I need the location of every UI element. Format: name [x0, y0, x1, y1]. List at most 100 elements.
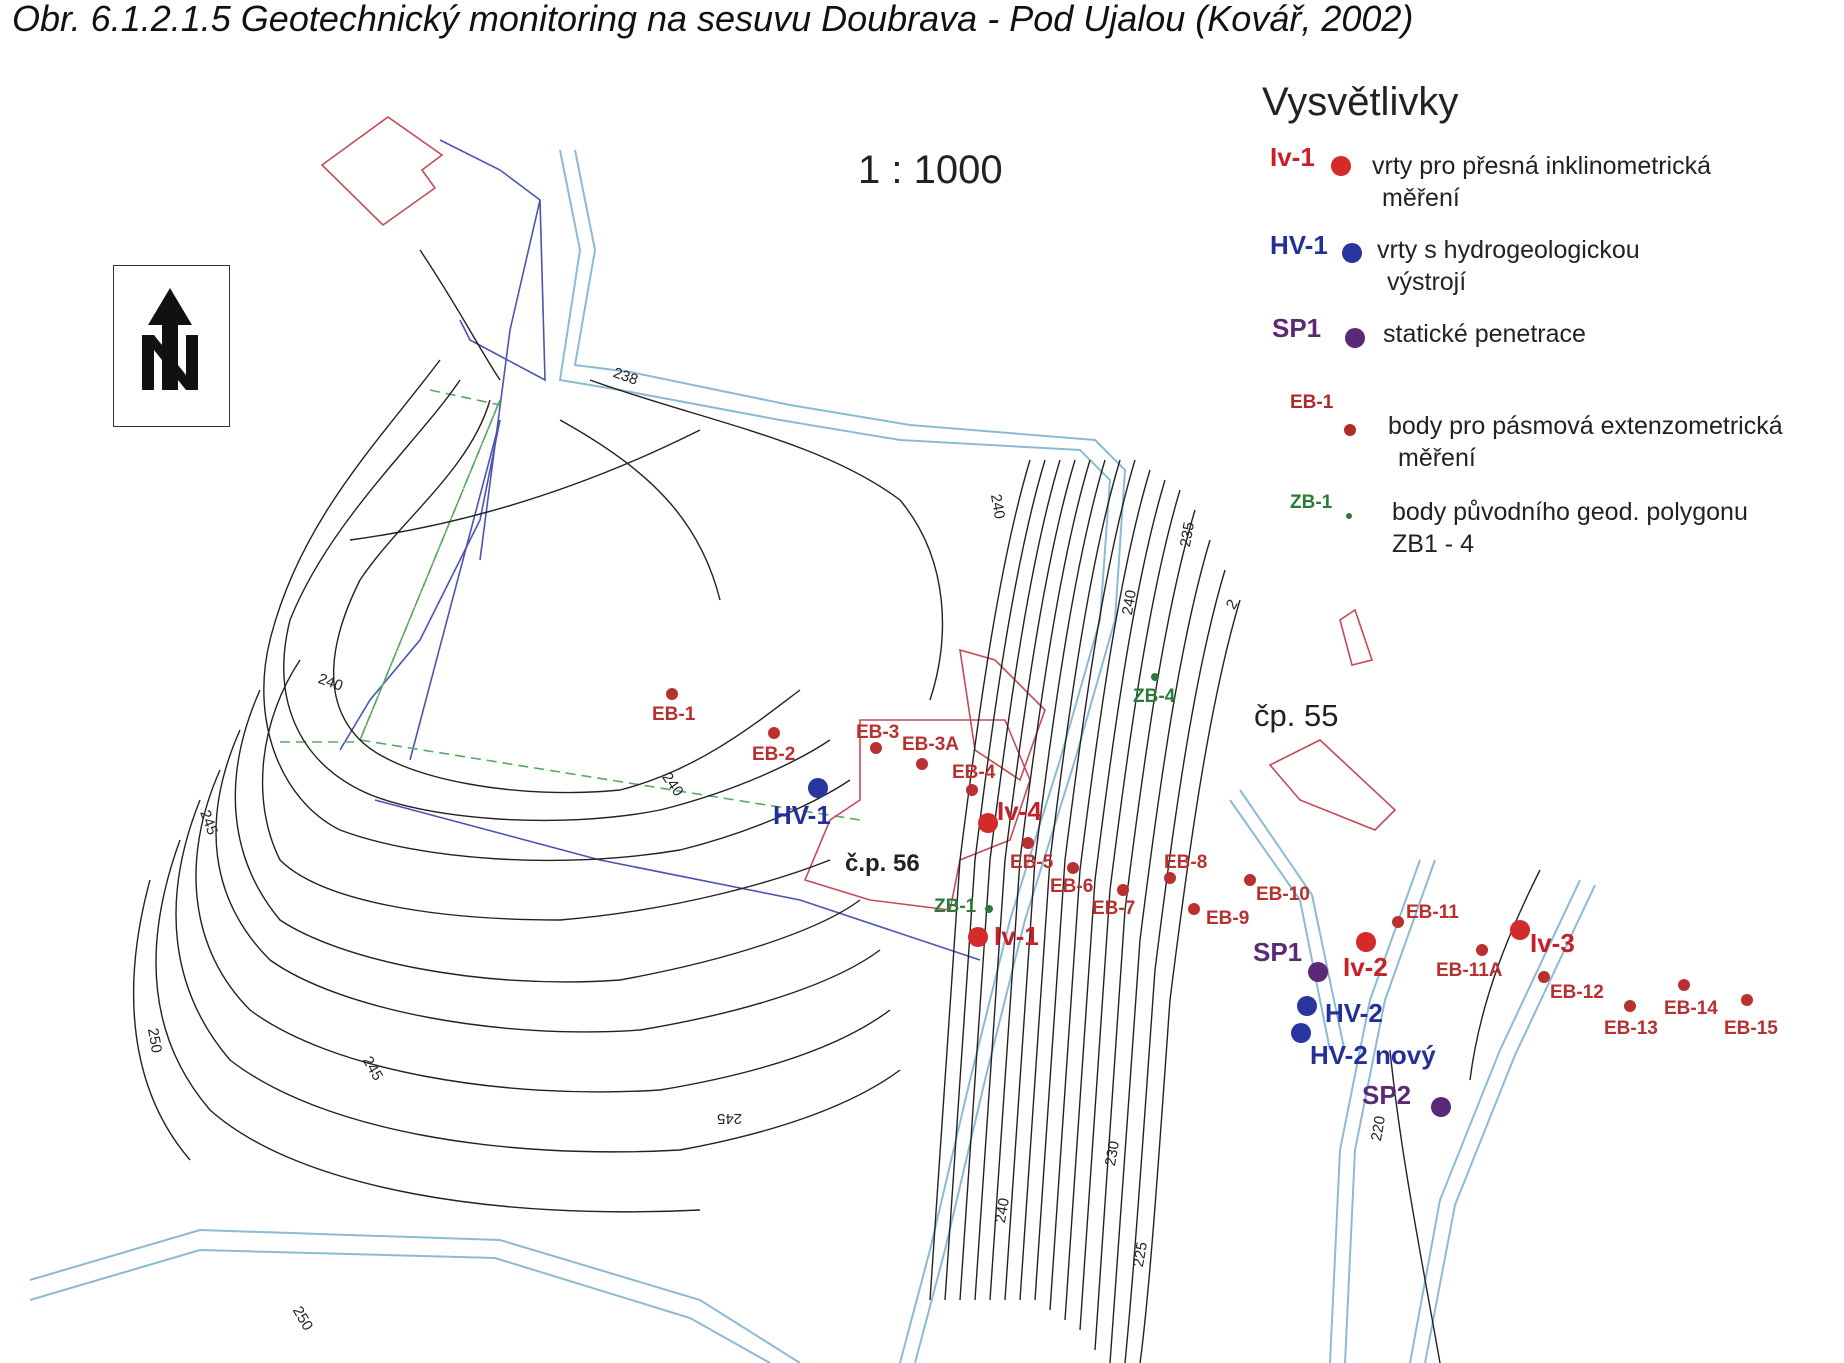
label-eb-6: EB-6 — [1050, 876, 1094, 897]
label-iv-1: Iv-1 — [994, 921, 1039, 951]
figure-caption: Obr. 6.1.2.1.5 Geotechnický monitoring n… — [12, 0, 1414, 39]
label-sp1: SP1 — [1253, 937, 1303, 967]
legend-hv-line2: výstrojí — [1387, 268, 1467, 296]
hv-1-marker — [808, 778, 828, 798]
label-eb-10: EB-10 — [1256, 884, 1310, 905]
eb-3-marker — [870, 742, 882, 754]
eb-markers — [666, 688, 1753, 1012]
eb-14-marker — [1678, 979, 1690, 991]
legend-zb-line2: ZB1 - 4 — [1392, 530, 1474, 558]
zb-1-marker — [985, 905, 993, 913]
legend-zb-text: body původního geod. polygonu ZB1 - 4 — [1392, 496, 1748, 560]
iv-2-marker — [1356, 932, 1376, 952]
eb-2-marker — [768, 727, 780, 739]
eb-6-marker — [1067, 862, 1079, 874]
eb-10-marker — [1244, 874, 1256, 886]
north-arrow-icon — [142, 288, 198, 390]
legend-hv-swatch — [1342, 243, 1362, 263]
label-iv-3: Iv-3 — [1530, 928, 1575, 958]
label-eb-1: EB-1 — [652, 704, 696, 725]
iv-3-marker — [1510, 920, 1530, 940]
zb-4-marker — [1151, 673, 1159, 681]
legend-eb-line1: body pro pásmová extenzometrická — [1388, 412, 1783, 440]
legend-iv-line1: vrty pro přesná inklinometrická — [1372, 152, 1712, 180]
legend-iv-code: Iv-1 — [1270, 142, 1315, 172]
legend-hv-line1: vrty s hydrogeologickou — [1377, 236, 1640, 264]
label-eb-3a: EB-3A — [902, 734, 960, 755]
label-eb-11a: EB-11A — [1436, 960, 1503, 981]
zb-markers — [985, 673, 1159, 913]
eb-11a-marker — [1476, 944, 1488, 956]
eb-11-marker — [1392, 916, 1404, 928]
iv-markers — [968, 813, 1530, 952]
legend-eb-code: EB-1 — [1290, 392, 1334, 413]
legend-sp-swatch — [1345, 328, 1365, 348]
label-eb-15: EB-15 — [1724, 1018, 1778, 1039]
legend-eb-line2: měření — [1398, 444, 1476, 472]
eb-7-marker — [1117, 884, 1129, 896]
legend-eb-swatch — [1344, 424, 1356, 436]
legend-sp-code: SP1 — [1272, 313, 1322, 343]
eb-3a-marker — [916, 758, 928, 770]
label-hv-2: HV-2 — [1325, 998, 1383, 1028]
legend-sp-text: statické penetrace — [1383, 318, 1586, 350]
legend-hv-text: vrty s hydrogeologickou výstrojí — [1377, 234, 1640, 298]
label-hv-2-novy: HV-2 nový — [1310, 1040, 1436, 1070]
label-hv-1: HV-1 — [773, 800, 831, 830]
legend-zb-code: ZB-1 — [1290, 492, 1333, 513]
hv-2-marker — [1297, 996, 1317, 1016]
house-label-cp55: čp. 55 — [1254, 698, 1339, 733]
eb-1-marker — [666, 688, 678, 700]
sp2-marker — [1431, 1097, 1451, 1117]
contours — [133, 249, 1541, 1363]
eb-9-marker — [1188, 903, 1200, 915]
iv-4-marker — [978, 813, 998, 833]
eb-4-marker — [966, 784, 978, 796]
sp-markers — [1308, 962, 1451, 1117]
legend-eb-text: body pro pásmová extenzometrická měření — [1388, 410, 1783, 474]
contour-label: 245 — [717, 1110, 743, 1127]
roads — [29, 149, 1596, 1363]
eb-5-marker — [1022, 837, 1034, 849]
legend-swatches — [1331, 156, 1365, 519]
polygon-lines — [280, 389, 861, 821]
legend-hv-code: HV-1 — [1270, 230, 1328, 260]
label-eb-5: EB-5 — [1010, 852, 1054, 873]
eb-13-marker — [1624, 1000, 1636, 1012]
legend-zb-line1: body původního geod. polygonu — [1392, 498, 1748, 526]
label-eb-7: EB-7 — [1092, 898, 1136, 919]
label-eb-12: EB-12 — [1550, 982, 1604, 1003]
north-arrow-frame — [113, 265, 230, 427]
legend-zb-swatch — [1346, 513, 1352, 519]
label-iv-4: Iv-4 — [997, 796, 1042, 826]
label-eb-3: EB-3 — [856, 722, 900, 743]
eb-8-marker — [1164, 872, 1176, 884]
eb-12-marker — [1538, 971, 1550, 983]
legend-iv-text: vrty pro přesná inklinometrická měření — [1372, 150, 1711, 214]
eb-15-marker — [1741, 994, 1753, 1006]
label-zb-4: ZB-4 — [1133, 686, 1176, 707]
sp1-marker — [1308, 962, 1328, 982]
houses — [320, 116, 1397, 911]
hv-2-novy-marker — [1291, 1023, 1311, 1043]
property-boundaries — [339, 139, 981, 961]
label-eb-11: EB-11 — [1406, 902, 1459, 923]
label-iv-2: Iv-2 — [1343, 952, 1388, 982]
hv-markers — [808, 778, 1317, 1043]
label-sp2: SP2 — [1362, 1080, 1412, 1110]
label-eb-13: EB-13 — [1604, 1018, 1658, 1039]
label-zb-1: ZB-1 — [934, 896, 977, 917]
legend-iv-line2: měření — [1382, 184, 1460, 212]
label-eb-8: EB-8 — [1164, 852, 1208, 873]
legend-title: Vysvětlivky — [1262, 80, 1459, 124]
label-eb-4: EB-4 — [952, 762, 996, 783]
legend-sp-line1: statické penetrace — [1383, 320, 1586, 348]
label-eb-2: EB-2 — [752, 744, 796, 765]
iv-1-marker — [968, 927, 988, 947]
legend-iv-swatch — [1331, 156, 1351, 176]
label-eb-14: EB-14 — [1664, 998, 1718, 1019]
map-scale: 1 : 1000 — [858, 148, 1003, 192]
house-label-cp56: č.p. 56 — [845, 850, 920, 877]
label-eb-9: EB-9 — [1206, 908, 1250, 929]
